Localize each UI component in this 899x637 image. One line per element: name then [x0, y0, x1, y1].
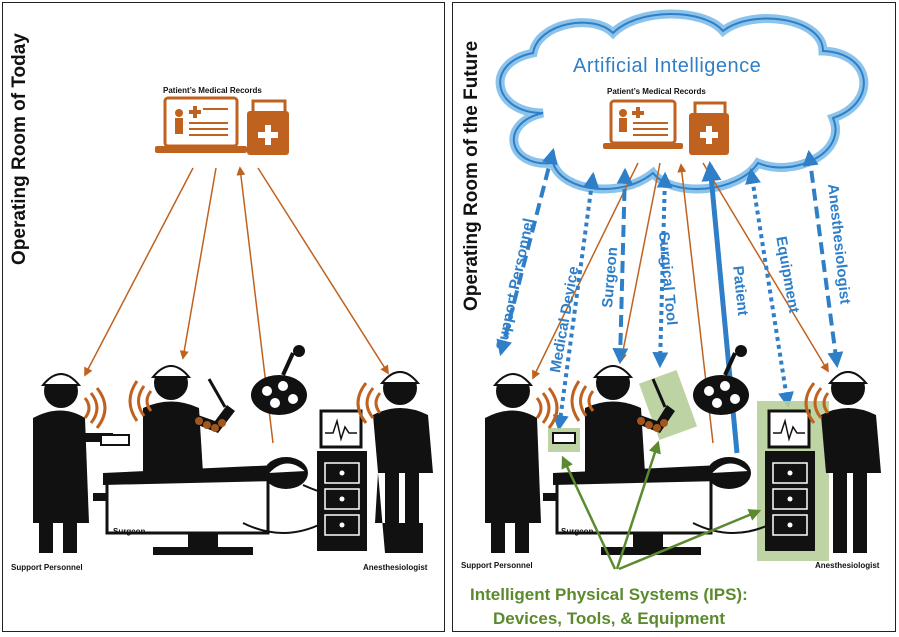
medical-records-icon: [603, 99, 729, 155]
surgeon-label: Surgeon: [561, 527, 594, 536]
operating-table: [93, 465, 278, 555]
wireless-signal-icon: [804, 382, 830, 424]
anesthesia-cart: [317, 409, 367, 551]
wireless-signal-icon: [356, 382, 382, 424]
today-panel: Operating Room of Today Patient’s Medica…: [2, 2, 445, 632]
anesthesiologist-label: Anesthesiologist: [815, 561, 880, 570]
today-title: Operating Room of Today: [9, 33, 30, 265]
ai-label: Artificial Intelligence: [573, 55, 762, 77]
records-label: Patient’s Medical Records: [607, 87, 706, 96]
wireless-signal-icon: [83, 387, 107, 429]
anesthesia-cart: [765, 409, 815, 551]
ips-subtitle: Devices, Tools, & Equipment: [493, 609, 726, 628]
ips-arrows: [561, 440, 762, 571]
records-label: Patient’s Medical Records: [163, 86, 262, 95]
support-personnel-figure: [33, 373, 130, 553]
support-personnel-label: Support Personnel: [461, 561, 533, 570]
future-panel: Artificial Intelligence Operating Room o…: [452, 2, 896, 632]
surgical-light-icon: [693, 345, 749, 415]
today-scene: [33, 96, 433, 555]
wireless-signal-icon: [570, 380, 595, 422]
surgeon-sensor-band: [195, 417, 226, 432]
surgeon-label: Surgeon: [113, 527, 146, 536]
future-scene: [485, 9, 881, 571]
operating-table: [543, 465, 721, 555]
wireless-signal-icon: [128, 380, 153, 422]
patient-label: Patient: [206, 468, 233, 477]
anesthesiologist-figure: [821, 371, 881, 553]
ips-title: Intelligent Physical Systems (IPS):: [470, 585, 748, 604]
wireless-signal-icon: [535, 387, 559, 429]
surgical-light-icon: [251, 345, 307, 415]
support-personnel-figure: [485, 373, 576, 553]
patient-label: Patient: [653, 468, 680, 477]
surgeon-figure: [585, 365, 675, 473]
surgeon-sensor-band: [637, 417, 668, 432]
anesthesiologist-label: Anesthesiologist: [363, 563, 428, 572]
support-personnel-label: Support Personnel: [11, 563, 83, 572]
future-title: Operating Room of the Future: [461, 40, 482, 311]
medical-records-icon: [155, 96, 289, 155]
anesthesiologist-figure: [373, 371, 433, 553]
